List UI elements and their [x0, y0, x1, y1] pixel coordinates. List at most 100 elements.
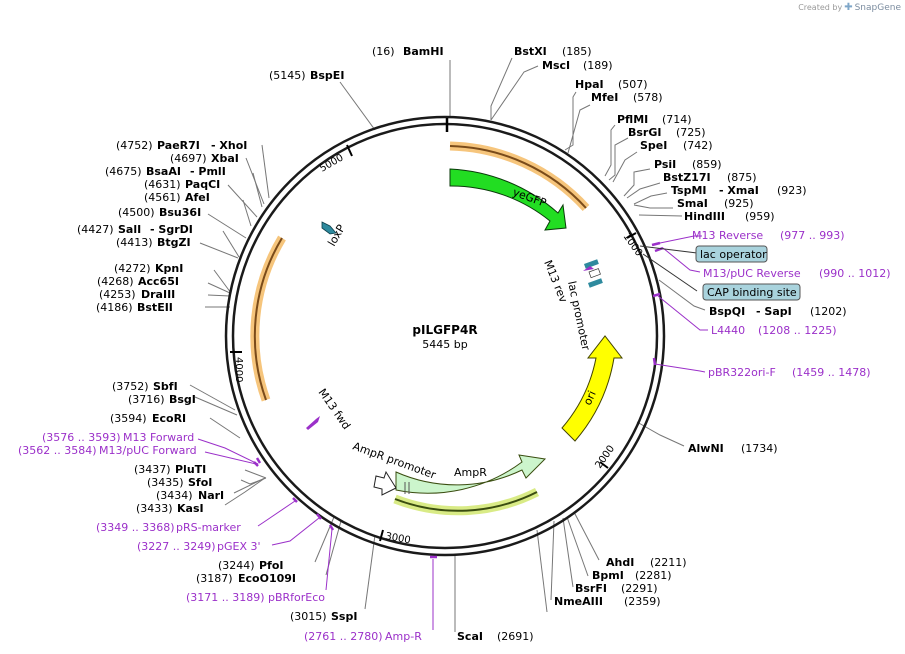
loxp-feature-arrow[interactable]: [321, 221, 337, 235]
svg-text:- XhoI: - XhoI: [211, 139, 247, 152]
site-name: EcoRI: [152, 412, 186, 425]
primer-pbrforeco[interactable]: (3171 .. 3189) pBRforEco: [186, 591, 325, 604]
site-bamhi[interactable]: (16) BamHI: [372, 45, 444, 58]
site-pluti[interactable]: (3437) PluTI: [134, 463, 206, 476]
site-kasi[interactable]: (3433) KasI: [136, 502, 204, 515]
site-pflmi[interactable]: PflMI (714): [617, 113, 692, 126]
site-smai[interactable]: SmaI (925): [677, 197, 754, 210]
site-name: SspI: [331, 610, 357, 623]
primer-m13-reverse[interactable]: M13 Reverse (977 .. 993): [692, 229, 845, 242]
site-mfei[interactable]: MfeI (578): [591, 91, 663, 104]
primer-m13-puc-forward[interactable]: (3562 .. 3584) M13/pUC Forward: [18, 444, 197, 457]
site-nari[interactable]: (3434) NarI: [156, 489, 224, 502]
site-pfoi[interactable]: (3244) PfoI: [218, 559, 284, 572]
backbone-inner-strand: [231, 122, 659, 550]
site-xbai[interactable]: (4697) XbaI: [170, 152, 239, 165]
lac-operator-box[interactable]: [695, 245, 768, 263]
primer-pgex3[interactable]: (3227 .. 3249) pGEX 3': [137, 540, 261, 553]
site-sspi[interactable]: (3015) SspI: [290, 610, 357, 623]
site-sali[interactable]: (4427) SalI - SgrDI: [77, 223, 193, 236]
site-leader-lines: [189, 57, 706, 632]
site-hpai[interactable]: HpaI (507): [575, 78, 648, 91]
site-acc65i[interactable]: (4268) Acc65I: [97, 275, 179, 288]
site-bsgi[interactable]: (3716) BsgI: [128, 393, 196, 406]
primer-name: Amp-R: [385, 630, 422, 643]
site-bspqi[interactable]: BspQI - SapI (1202): [709, 305, 847, 318]
ori-label: ori: [581, 389, 599, 407]
primer-amp-r[interactable]: (2761 .. 2780) Amp-R: [304, 630, 422, 643]
site-btgzi[interactable]: (4413) BtgZI: [116, 236, 191, 249]
ampr-feature-arrow[interactable]: [395, 454, 547, 494]
site-bspei[interactable]: (5145) BspEI: [269, 69, 344, 82]
svg-text:(4631): (4631): [144, 178, 181, 191]
site-name: KasI: [177, 502, 204, 515]
site-bsrgi[interactable]: BsrGI (725): [628, 126, 706, 139]
site-scai[interactable]: ScaI (2691): [457, 630, 534, 643]
svg-text:(4675): (4675): [105, 165, 142, 178]
site-name: SfoI: [188, 476, 212, 489]
site-sbfi[interactable]: (3752) SbfI: [112, 380, 178, 393]
primer-m13-forward[interactable]: (3576 .. 3593) M13 Forward: [42, 431, 194, 444]
lac-operator-block: [588, 268, 601, 279]
site-sfoi[interactable]: (3435) SfoI: [147, 476, 212, 489]
site-bsu36i[interactable]: (4500) Bsu36I: [118, 206, 201, 219]
site-eco0109i[interactable]: (3187) EcoO109I: [196, 572, 296, 585]
site-name: ScaI: [457, 630, 483, 643]
site-name: SmaI: [677, 197, 708, 210]
site-name: SalI: [118, 223, 141, 236]
site-ecori[interactable]: (3594) EcoRI: [110, 412, 186, 425]
svg-text:(977 .. 993): (977 .. 993): [780, 229, 845, 242]
site-bsaai[interactable]: (4675) BsaAI - PmlI: [105, 165, 226, 178]
svg-text:- SgrDI: - SgrDI: [150, 223, 193, 236]
site-name: AfeI: [185, 191, 210, 204]
lac-promoter-block: [583, 259, 599, 269]
site-paqci[interactable]: (4631) PaqCI: [144, 178, 220, 191]
site-bsteii[interactable]: (4186) BstEII: [96, 301, 173, 314]
feature-box-leaders: [639, 245, 698, 292]
site-ahdi[interactable]: AhdI (2211): [606, 556, 687, 569]
primer-pbr322ori-f[interactable]: pBR322ori-F (1459 .. 1478): [708, 366, 871, 379]
svg-text:(742): (742): [683, 139, 713, 152]
svg-text:(578): (578): [633, 91, 663, 104]
yegfp-feature-arrow[interactable]: [449, 168, 567, 231]
site-alwni[interactable]: AlwNI (1734): [688, 442, 778, 455]
site-hindiii[interactable]: HindIII (959): [684, 210, 775, 223]
site-name: HpaI: [575, 78, 604, 91]
svg-text:(3435): (3435): [147, 476, 184, 489]
site-bpmi[interactable]: BpmI (2281): [592, 569, 672, 582]
svg-text:(4186): (4186): [96, 301, 133, 314]
site-afei[interactable]: (4561) AfeI: [144, 191, 210, 204]
site-name: XbaI: [211, 152, 239, 165]
lac-operator-label: lac operator: [700, 248, 767, 261]
site-kpni[interactable]: (4272) KpnI: [114, 262, 183, 275]
plasmid-name: pILGFP4R: [412, 323, 477, 337]
site-name: Acc65I: [138, 275, 179, 288]
svg-text:(2291): (2291): [621, 582, 658, 595]
svg-text:(875): (875): [727, 171, 757, 184]
svg-text:(923): (923): [777, 184, 807, 197]
site-name: BpmI: [592, 569, 624, 582]
site-spei[interactable]: SpeI (742): [640, 139, 713, 152]
site-psii[interactable]: PsiI (859): [654, 158, 722, 171]
primer-l4440[interactable]: L4440 (1208 .. 1225): [711, 324, 837, 337]
snapgene-logo-icon: ✚: [844, 2, 853, 13]
site-msci[interactable]: MscI (189): [542, 59, 613, 72]
site-nmeaiii[interactable]: NmeAIII (2359): [554, 595, 661, 608]
site-paer7i[interactable]: (4752) PaeR7I - XhoI: [116, 139, 247, 152]
svg-text:(4500): (4500): [118, 206, 155, 219]
yegfp-highlight-strand: [449, 145, 587, 209]
site-bstxi[interactable]: BstXI (185): [514, 45, 592, 58]
primer-m13-puc-reverse[interactable]: M13/pUC Reverse (990 .. 1012): [703, 267, 891, 280]
site-bstz17i[interactable]: BstZ17I (875): [663, 171, 757, 184]
cap-site-box[interactable]: [702, 283, 801, 301]
lac-region[interactable]: [583, 259, 603, 288]
ori-feature-arrow[interactable]: [561, 335, 624, 442]
svg-text:(1734): (1734): [741, 442, 778, 455]
site-draiii[interactable]: (4253) DraIII: [99, 288, 175, 301]
primer-prs-marker[interactable]: (3349 .. 3368) pRS-marker: [96, 521, 241, 534]
site-name: NmeAIII: [554, 595, 603, 608]
site-bsrfi[interactable]: BsrFI (2291): [575, 582, 658, 595]
ampr-promoter-label: AmpR promoter: [351, 440, 438, 482]
site-tspmi[interactable]: TspMI - XmaI (923): [671, 184, 807, 197]
ampr-promoter-arrow[interactable]: [373, 470, 397, 496]
